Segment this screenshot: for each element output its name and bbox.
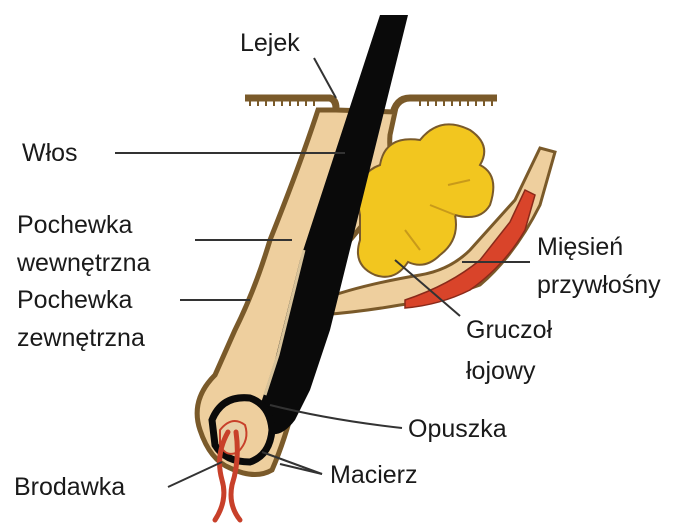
leader-lejek [314, 58, 336, 98]
label-gruczol-line1: Gruczoł [466, 315, 552, 345]
label-gruczol-line2: łojowy [466, 356, 535, 386]
label-pochewka-wew-line2: wewnętrzna [17, 248, 150, 278]
label-wlos: Włos [22, 138, 78, 168]
label-lejek: Lejek [240, 28, 300, 58]
label-opuszka: Opuszka [408, 414, 507, 444]
label-pochewka-zew-line1: Pochewka [17, 285, 132, 315]
label-macierz: Macierz [330, 460, 418, 490]
leader-brodawka [168, 462, 222, 487]
label-pochewka-zew-line2: zewnętrzna [17, 323, 145, 353]
label-miesien-line1: Mięsień [537, 232, 623, 262]
label-brodawka: Brodawka [14, 472, 125, 502]
label-miesien-line2: przywłośny [537, 270, 661, 300]
label-pochewka-wew-line1: Pochewka [17, 210, 132, 240]
